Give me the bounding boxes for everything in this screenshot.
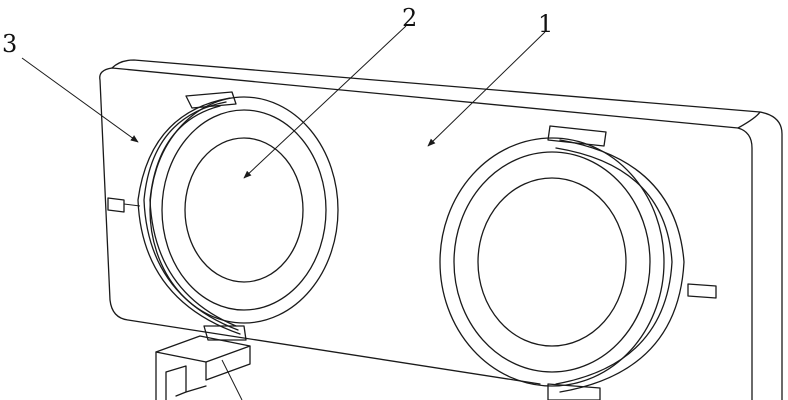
right-side-pin <box>687 283 717 299</box>
right-top-tab <box>547 125 607 147</box>
leader-bottom <box>221 359 243 400</box>
callout-1: 1 <box>538 10 553 38</box>
left-side-pin <box>107 197 125 213</box>
housing-body <box>99 59 783 400</box>
left-clip-inner <box>149 105 237 327</box>
left-lens <box>184 137 304 283</box>
left-lens-assembly <box>107 91 339 341</box>
right-bottom-tab <box>547 383 601 400</box>
left-top-tab <box>185 91 237 109</box>
callout-2: 2 <box>402 4 417 32</box>
left-mid-ring <box>161 109 327 311</box>
right-lens <box>477 177 627 347</box>
right-lens-assembly <box>439 125 717 400</box>
leader-3 <box>21 57 139 143</box>
right-clip-outer <box>559 139 685 393</box>
leader-2 <box>243 25 407 179</box>
left-clip-mid <box>143 101 239 331</box>
right-clip-inner <box>555 147 673 385</box>
left-clip-outer <box>137 97 241 335</box>
mounting-bracket <box>155 335 251 400</box>
leader-1 <box>427 31 546 147</box>
leader-lines <box>21 25 546 400</box>
left-bottom-tab <box>203 325 247 341</box>
right-outer-ring <box>439 137 665 387</box>
left-outer-ring <box>149 96 339 324</box>
right-mid-ring <box>453 151 651 373</box>
callout-3: 3 <box>2 30 17 58</box>
